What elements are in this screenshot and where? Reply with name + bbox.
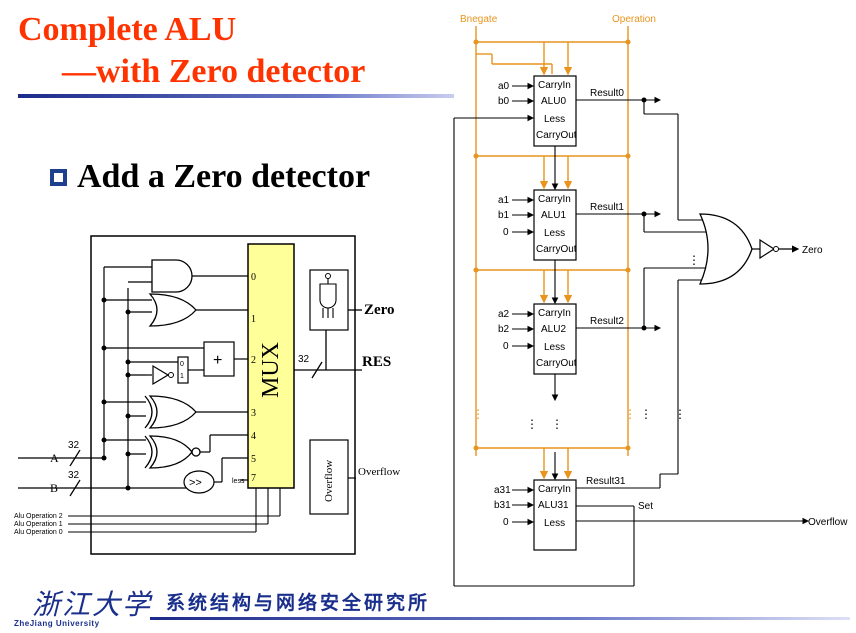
slide-title-line2: —with Zero detector (62, 53, 366, 90)
alu-cell-0: CarryIn ALU0 Less CarryOut (533, 75, 577, 147)
less-in-31: 0 (503, 517, 509, 528)
res-bus-width: 32 (298, 354, 310, 365)
inverter-icon (152, 364, 170, 386)
mux-input-0: 0 (251, 272, 256, 283)
left-alu-diagram: 32 32 A B 0 1 + >> (14, 235, 400, 555)
adder-block (203, 341, 235, 377)
operation-label: Operation (612, 14, 656, 25)
mux-input-7: 7 (251, 473, 256, 484)
alu1-carryin: CarryIn (538, 194, 571, 205)
input-b1: b1 (498, 210, 510, 221)
zhejiang-logo-en: ZheJiang University (14, 619, 100, 628)
mux-less-label: less (232, 478, 245, 485)
less-in-1: 0 (503, 227, 509, 238)
input-a-bus-width: 32 (68, 440, 80, 451)
input-a0: a0 (498, 81, 510, 92)
alu31-less: Less (544, 518, 565, 529)
mux-label: MUX (258, 342, 284, 398)
alu0-carryin: CarryIn (538, 80, 571, 91)
svg-text:⋮: ⋮ (624, 407, 636, 421)
slide-title-line1: Complete ALU (18, 11, 237, 48)
input-b2: b2 (498, 324, 510, 335)
footer-underline (150, 617, 850, 620)
svg-text:⋮: ⋮ (472, 407, 484, 421)
input-b31: b31 (494, 500, 511, 511)
result31-label: Result31 (586, 476, 626, 487)
alu2-carryout: CarryOut (536, 358, 577, 369)
mux-input-4: 4 (251, 431, 256, 442)
nor-gate-icon (148, 435, 193, 469)
zero-out-label: Zero (802, 245, 823, 256)
institute-name: 系统结构与网络安全研究所 (166, 592, 431, 614)
mux-input-1: 1 (251, 314, 256, 325)
svg-text:⋮: ⋮ (688, 253, 700, 267)
zero-label: Zero (364, 302, 395, 318)
input-a2: a2 (498, 309, 510, 320)
alu-cell-31: CarryIn ALU31 Less (533, 479, 577, 551)
input-a1: a1 (498, 195, 510, 206)
alu-operation-1-label: Alu Operation 1 (14, 521, 63, 528)
bullet-item: Add a Zero detector (50, 158, 370, 196)
input-b0: b0 (498, 96, 510, 107)
nor-zero-gate-icon (319, 283, 337, 309)
overflow-out-label: Overflow (808, 517, 848, 528)
alu31-name: ALU31 (538, 500, 569, 511)
mux2-bit-0: 0 (180, 361, 184, 368)
alu0-name: ALU0 (541, 96, 566, 107)
alu0-carryout: CarryOut (536, 130, 577, 141)
result2-label: Result2 (590, 316, 624, 327)
alu1-name: ALU1 (541, 210, 566, 221)
alu-cell-1: CarryIn ALU1 Less CarryOut (533, 189, 577, 261)
alu-operation-2-label: Alu Operation 2 (14, 513, 63, 520)
zhejiang-logo: 浙江大学 (32, 588, 153, 621)
svg-text:⋮: ⋮ (526, 417, 538, 431)
title-underline (18, 94, 454, 98)
overflow-box (309, 439, 349, 515)
shifter-symbol: >> (189, 477, 202, 489)
input-a31: a31 (494, 485, 511, 496)
alu31-carryin: CarryIn (538, 484, 571, 495)
or-gate-icon (148, 293, 197, 327)
svg-text:⋮: ⋮ (640, 407, 652, 421)
bullet-text: Add a Zero detector (77, 158, 371, 195)
alu2-name: ALU2 (541, 324, 566, 335)
mux-input-3: 3 (251, 408, 256, 419)
res-label: RES (362, 354, 391, 370)
set-label: Set (638, 501, 653, 512)
overflow-label: Overflow (358, 466, 400, 478)
adder-symbol: + (213, 352, 222, 369)
bnegate-label: Bnegate (460, 14, 498, 25)
alu2-less: Less (544, 342, 565, 353)
zero-inverter-bubble (773, 246, 779, 252)
bullet-square-icon (50, 168, 67, 186)
svg-text:⋮: ⋮ (674, 407, 686, 421)
result1-label: Result1 (590, 202, 624, 213)
mux2-bit-1: 1 (180, 373, 184, 380)
alu1-carryout: CarryOut (536, 244, 577, 255)
alu0-less: Less (544, 114, 565, 125)
input-b-bus-width: 32 (68, 470, 80, 481)
input-a-label: A (50, 451, 59, 465)
alu1-less: Less (544, 228, 565, 239)
mux-input-2: 2 (251, 355, 256, 366)
input-b-label: B (50, 481, 58, 495)
right-alu-diagram: Bnegate Operation ⋮ ⋮ CarryIn ALU0 Less C… (453, 14, 848, 587)
alu-operation-0-label: Alu Operation 0 (14, 529, 63, 536)
zero-or-gate-icon (698, 213, 753, 285)
alu-cell-2: CarryIn ALU2 Less CarryOut (533, 303, 577, 375)
overflow-box-label: Overflow (323, 460, 335, 502)
mux-input-5: 5 (251, 454, 256, 465)
less-in-2: 0 (503, 341, 509, 352)
alu-frame (90, 235, 356, 555)
and-gate-icon (151, 259, 193, 293)
svg-text:⋮: ⋮ (551, 417, 563, 431)
main-mux (247, 243, 295, 489)
xor-gate-icon (148, 395, 197, 429)
result0-label: Result0 (590, 88, 624, 99)
alu2-carryin: CarryIn (538, 308, 571, 319)
